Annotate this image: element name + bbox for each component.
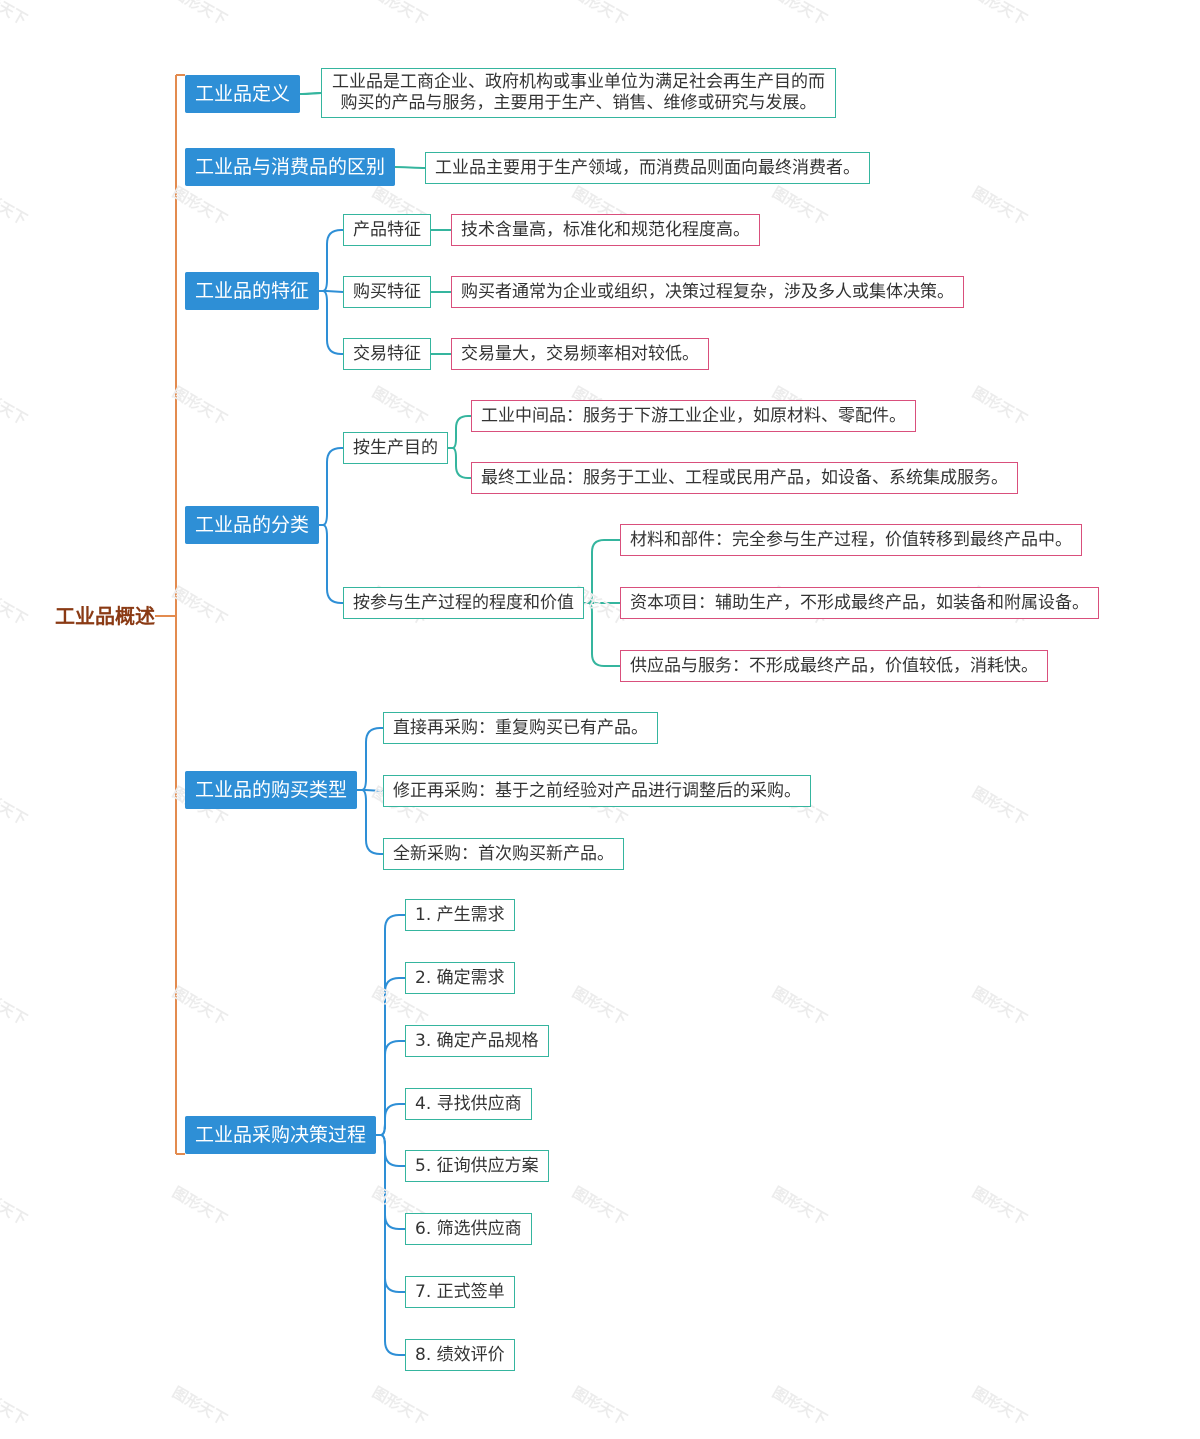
difference-text: 工业品主要用于生产领域，而消费品则面向最终消费者。 (425, 152, 870, 184)
branch-connector (448, 415, 471, 449)
process-step-8: 8. 绩效评价 (405, 1339, 515, 1371)
branch-connector (376, 1134, 405, 1293)
class-supplies: 供应品与服务：不形成最终产品，价值较低，消耗快。 (620, 650, 1048, 682)
branch-connector (584, 539, 620, 604)
class-final: 最终工业品：服务于工业、工程或民用产品，如设备、系统集成服务。 (471, 462, 1018, 494)
branch-connector (376, 1134, 405, 1230)
feature-purchase-detail: 购买者通常为企业或组织，决策过程复杂，涉及多人或集体决策。 (451, 276, 964, 308)
feature-product-detail: 技术含量高，标准化和规范化程度高。 (451, 214, 760, 246)
purchase-new-task: 全新采购：首次购买新产品。 (383, 838, 624, 870)
branch-connector (376, 1134, 405, 1356)
branch-connector (376, 1040, 405, 1136)
purchase-straight-rebuy: 直接再采购：重复购买已有产品。 (383, 712, 658, 744)
branch-connector (319, 447, 343, 526)
process-step-3: 3. 确定产品规格 (405, 1025, 549, 1057)
feature-purchase: 购买特征 (343, 276, 431, 308)
process-step-5: 5. 征询供应方案 (405, 1150, 549, 1182)
branch-connector (319, 229, 343, 292)
branch-connector (376, 977, 405, 1136)
branch-connector (448, 447, 471, 479)
feature-transaction: 交易特征 (343, 338, 431, 370)
branch-purchase-types: 工业品的购买类型 (185, 771, 358, 809)
purchase-modified-rebuy: 修正再采购：基于之前经验对产品进行调整后的采购。 (383, 775, 811, 807)
branch-connector (357, 789, 383, 855)
branch-connector (376, 1134, 405, 1167)
root-topic: 工业品概述 (55, 604, 155, 628)
process-step-4: 4. 寻找供应商 (405, 1088, 532, 1120)
feature-product: 产品特征 (343, 214, 431, 246)
branch-connector (376, 914, 405, 1136)
bracket-connector (394, 166, 426, 169)
branch-connector (319, 524, 343, 604)
bracket-connector (299, 92, 322, 95)
branch-difference: 工业品与消费品的区别 (185, 148, 396, 186)
branch-features: 工业品的特征 (185, 272, 320, 310)
class-intermediate: 工业中间品：服务于下游工业企业，如原材料、零配件。 (471, 400, 916, 432)
branch-connector (584, 602, 620, 667)
process-step-2: 2. 确定需求 (405, 962, 515, 994)
class-by-participation: 按参与生产过程的程度和价值 (343, 587, 584, 619)
branch-connector (319, 290, 343, 355)
branch-decision-process: 工业品采购决策过程 (185, 1116, 377, 1154)
process-step-6: 6. 筛选供应商 (405, 1213, 532, 1245)
branch-connector (376, 1103, 405, 1136)
definition-text: 工业品是工商企业、政府机构或事业单位为满足社会再生产目的而 购买的产品与服务，主… (321, 68, 836, 118)
process-step-1: 1. 产生需求 (405, 899, 515, 931)
branch-classification: 工业品的分类 (185, 506, 320, 544)
feature-transaction-detail: 交易量大，交易频率相对较低。 (451, 338, 709, 370)
process-step-7: 7. 正式签单 (405, 1276, 515, 1308)
branch-connector (357, 727, 383, 791)
branch-definition: 工业品定义 (185, 75, 301, 113)
class-materials: 材料和部件：完全参与生产过程，价值转移到最终产品中。 (620, 524, 1082, 556)
class-capital: 资本项目：辅助生产，不形成最终产品，如装备和附属设备。 (620, 587, 1099, 619)
class-by-purpose: 按生产目的 (343, 432, 448, 464)
